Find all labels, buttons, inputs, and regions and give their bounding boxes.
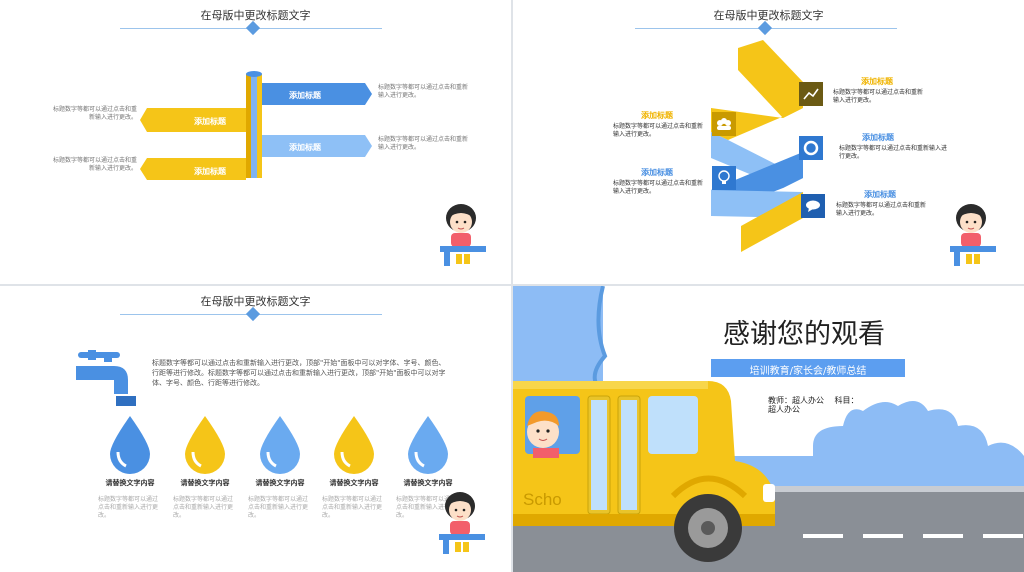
body-paragraph: 标题数字等都可以通过点击和重新输入进行更改，顶部"开始"面板中可以对字体、字号、… <box>152 359 446 387</box>
slide-title: 在母版中更改标题文字 <box>200 295 311 308</box>
title-diamond <box>245 306 261 322</box>
item-label-2[interactable]: 添加标题 <box>641 111 673 120</box>
drop-title-3[interactable]: 请替换文字内容 <box>255 479 305 487</box>
bar-label-2[interactable]: 添加标题 <box>289 143 321 152</box>
drop-title-5[interactable]: 请替换文字内容 <box>403 479 453 487</box>
item-label-1[interactable]: 添加标题 <box>861 77 893 86</box>
ribbon-bar-2 <box>262 135 372 157</box>
girl-illustration-icon <box>950 204 996 266</box>
drop-title-1[interactable]: 请替换文字内容 <box>105 479 155 487</box>
water-drop-icon <box>334 416 374 474</box>
drop-desc-2: 标题数字等都可以通过点击和重新输入进行更改。 <box>173 496 234 519</box>
ribbon-pole-top <box>246 71 262 77</box>
ribbon-pole-stripe <box>251 74 257 178</box>
subtitle-text: 培训教育/家长会/教师总结 <box>749 366 867 377</box>
drop-desc-5: 标题数字等都可以通过点击和重新输入进行更改。 <box>396 496 457 519</box>
drop-desc-1: 标题数字等都可以通过点击和重新输入进行更改。 <box>98 496 159 519</box>
item-desc-3: 标题数字等都可以通过点击和重新输入进行更改。 <box>839 145 948 160</box>
bar-label-4[interactable]: 添加标题 <box>194 167 226 176</box>
slide-3[interactable]: 在母版中更改标题文字 标题数字等都可以通过点击和重新输入进行更改，顶部"开始"面… <box>0 286 511 572</box>
item-desc-4: 标题数字等都可以通过点击和重新输入进行更改。 <box>613 180 704 195</box>
slide-4[interactable]: 感谢您的观看 培训教育/家长会/教师总结 教师：超人办公 科目： 超人办公 Sc… <box>513 286 1024 572</box>
water-drop-icon <box>260 416 300 474</box>
ribbon-bar-4 <box>140 158 246 180</box>
bar-label-3[interactable]: 添加标题 <box>194 117 226 126</box>
item-desc-1: 标题数字等都可以通过点击和重新输入进行更改。 <box>833 89 924 104</box>
drop-title-4[interactable]: 请替换文字内容 <box>329 479 379 487</box>
item-desc-2: 标题数字等都可以通过点击和重新输入进行更改。 <box>613 123 704 138</box>
chart-icon <box>799 82 823 106</box>
thank-you-title: 感谢您的观看 <box>723 319 885 350</box>
bar-desc-2: 标题数字等都可以通过点击和重新输入进行更改。 <box>378 136 469 151</box>
subtitle-box: 培训教育/家长会/教师总结 <box>709 357 907 379</box>
girl-illustration-icon <box>440 204 486 266</box>
girl-illustration-icon <box>439 492 485 554</box>
people-icon <box>712 112 736 136</box>
chat-bubble-icon <box>801 194 825 218</box>
title-diamond <box>245 20 261 36</box>
ribbon-diagram <box>140 71 372 180</box>
slide-title: 在母版中更改标题文字 <box>713 9 824 22</box>
drop-desc-4: 标题数字等都可以通过点击和重新输入进行更改。 <box>322 496 383 519</box>
teacher-text: 教师：超人办公 <box>768 396 824 405</box>
bar-desc-3: 标题数字等都可以通过点击和重新输入进行更改。 <box>52 106 137 121</box>
subject-text: 科目： <box>834 396 859 405</box>
item-label-4[interactable]: 添加标题 <box>641 168 673 177</box>
item-label-5[interactable]: 添加标题 <box>864 190 896 199</box>
teacher-credit: 教师：超人办公 科目： <box>768 395 859 406</box>
bar-desc-4: 标题数字等都可以通过点击和重新输入进行更改。 <box>52 157 137 172</box>
school-bus-icon <box>513 381 775 562</box>
water-drop-icon <box>185 416 225 474</box>
ribbon-bar-3 <box>140 108 246 132</box>
slide-title: 在母版中更改标题文字 <box>200 9 311 22</box>
ribbon-bar-1 <box>262 83 372 105</box>
water-drop-icon <box>408 416 448 474</box>
ribbon-pole-shade <box>246 74 251 178</box>
faucet-icon <box>76 350 136 406</box>
item-label-3[interactable]: 添加标题 <box>862 133 894 142</box>
item-desc-5: 标题数字等都可以通过点击和重新输入进行更改。 <box>836 202 927 217</box>
zigzag-segment-1 <box>738 40 803 118</box>
bus-lettering: Scho <box>523 490 562 509</box>
lifebuoy-icon <box>799 136 823 160</box>
author-text: 超人办公 <box>768 405 800 414</box>
zigzag-segment-6 <box>741 192 803 252</box>
drop-title-2[interactable]: 请替换文字内容 <box>180 479 230 487</box>
bar-desc-1: 标题数字等都可以通过点击和重新输入进行更改。 <box>378 84 469 99</box>
drop-desc-3: 标题数字等都可以通过点击和重新输入进行更改。 <box>248 496 309 519</box>
slide-1[interactable]: 在母版中更改标题文字 添加标题 添加标题 添加标题 添加标题 标题数字等都可以通… <box>0 0 511 284</box>
slide-2[interactable]: 在母版中更改标题文字 添加标题 标题数字等都可以通过点击和重新输入进行更改。 添… <box>513 0 1024 284</box>
bar-label-1[interactable]: 添加标题 <box>289 91 321 100</box>
title-diamond <box>757 20 773 36</box>
lightbulb-icon <box>712 166 736 190</box>
water-drop-icon <box>110 416 150 474</box>
